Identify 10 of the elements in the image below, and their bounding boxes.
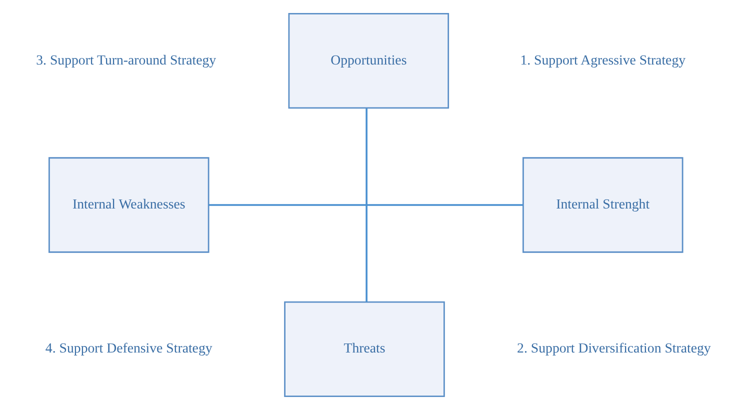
node-box: Threats: [284, 301, 445, 397]
label: 3. Support Turn-around Strategy: [36, 52, 216, 68]
node-box: Internal Strenght: [522, 157, 684, 253]
label: 2. Support Diversification Strategy: [517, 340, 711, 356]
connector: [366, 108, 368, 302]
label: 1. Support Agressive Strategy: [520, 52, 686, 68]
node-box: Opportunities: [288, 13, 450, 109]
connector: [208, 204, 524, 206]
node-box: Internal Weaknesses: [48, 157, 210, 253]
label: 4. Support Defensive Strategy: [45, 340, 212, 356]
